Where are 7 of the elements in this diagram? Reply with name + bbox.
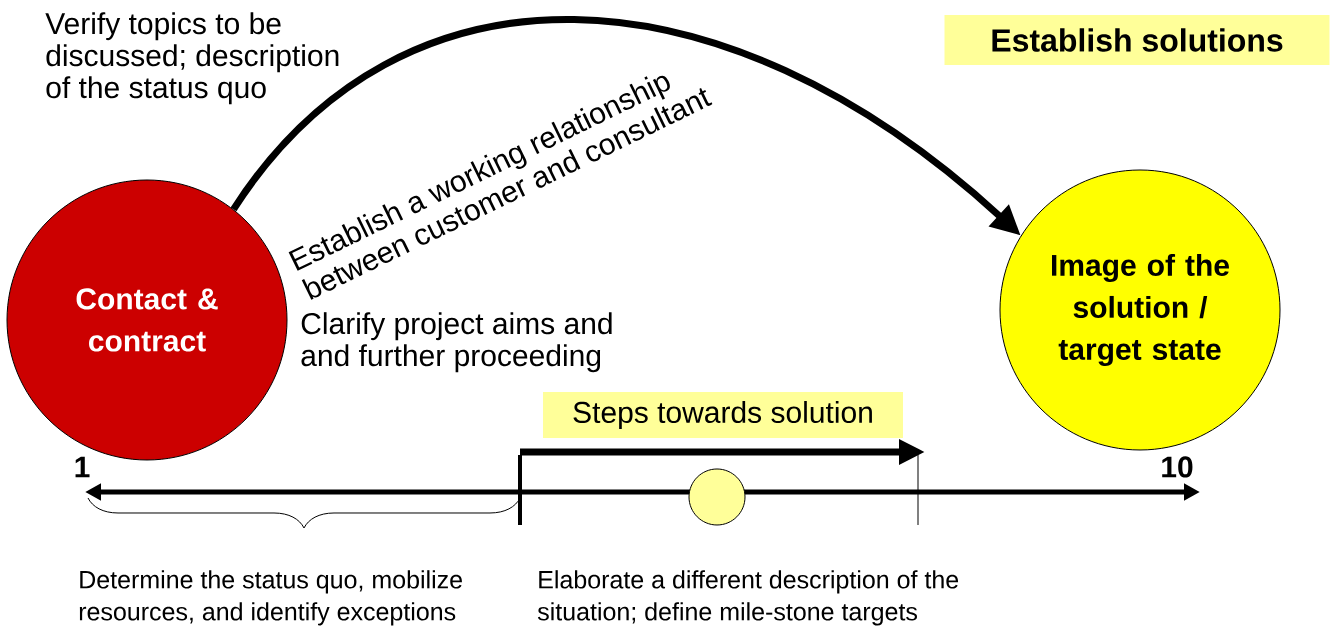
text-label: Clarify project aims and and further proceeding bbox=[301, 312, 612, 373]
milestone-circle bbox=[688, 468, 746, 526]
heading-box: Establish solutions bbox=[944, 15, 1330, 65]
text-label: Determine the status quo, mobilize resources, and identify exceptions bbox=[79, 570, 462, 626]
text-label: Elaborate a different description of the situation; define mile-stone targets bbox=[537, 570, 959, 626]
text-label: Verify topics to be discussed; description of the status quo bbox=[45, 12, 339, 105]
heading-box: Steps towards solution bbox=[543, 392, 903, 438]
